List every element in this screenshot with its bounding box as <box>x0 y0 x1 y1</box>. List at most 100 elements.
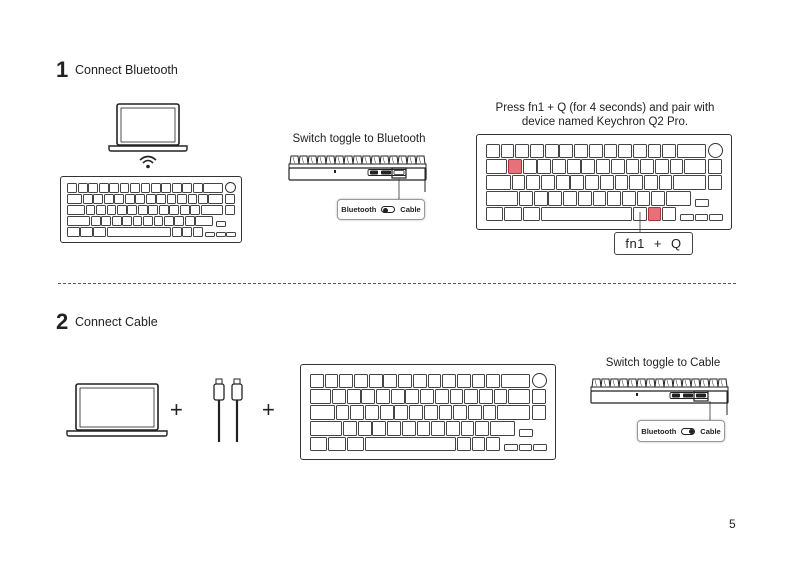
keycap <box>534 191 548 206</box>
keycap <box>99 183 109 193</box>
keycap <box>380 405 394 420</box>
press-caption-line1: Press fn1 + Q (for 4 seconds) and pair w… <box>480 101 730 116</box>
keycap <box>154 216 164 226</box>
keycap <box>431 421 445 436</box>
laptop-icon <box>66 383 168 438</box>
arrow-key <box>695 199 709 207</box>
keycap <box>151 183 161 193</box>
keycap <box>651 191 665 206</box>
keycap <box>442 374 456 389</box>
toggle-cable-position: Bluetooth Cable <box>637 420 725 442</box>
keycap <box>310 405 335 420</box>
toggle-switch-icon <box>381 206 395 213</box>
keycap <box>461 421 475 436</box>
keycap <box>83 194 93 204</box>
keycap <box>475 421 489 436</box>
keycap <box>354 374 368 389</box>
keyboard-illustration-fn-q <box>476 134 732 230</box>
step-1-number: 1 <box>56 59 68 81</box>
keycap <box>435 389 449 404</box>
keycap <box>185 216 195 226</box>
keycap <box>325 374 339 389</box>
keycap <box>347 437 364 452</box>
keycap <box>310 437 327 452</box>
keycap <box>552 159 566 174</box>
wifi-icon <box>139 154 157 170</box>
keycap <box>545 144 559 159</box>
keycap <box>424 405 438 420</box>
keycap <box>180 205 190 215</box>
keycap <box>615 175 629 190</box>
keycap <box>541 175 555 190</box>
keycap <box>532 405 546 420</box>
keycap <box>655 159 669 174</box>
keycap <box>361 389 375 404</box>
keycap <box>453 405 467 420</box>
switch-cable-caption: Switch toggle to Cable <box>590 356 736 371</box>
keycap <box>585 175 599 190</box>
toggle-right-label: Cable <box>400 205 420 214</box>
arrow-key <box>680 214 694 222</box>
keycap <box>133 216 143 226</box>
keycap <box>78 183 88 193</box>
keycap <box>376 389 390 404</box>
keycap <box>93 227 105 237</box>
keycap <box>114 194 124 204</box>
keycap <box>600 175 614 190</box>
keycap <box>464 389 478 404</box>
keycap <box>164 216 174 226</box>
keycap <box>666 191 691 206</box>
keycap <box>190 205 200 215</box>
keycap <box>486 144 500 159</box>
keycap <box>479 389 493 404</box>
keycap <box>188 194 198 204</box>
keycap <box>372 421 386 436</box>
keycap <box>578 191 592 206</box>
combo-plus: + <box>654 236 662 251</box>
keycap <box>708 159 722 174</box>
keycap <box>347 389 361 404</box>
keyboard-illustration <box>60 176 242 243</box>
usb-c-cable-icon <box>208 378 248 444</box>
keycap <box>104 194 114 204</box>
keycap <box>225 205 235 215</box>
keycap <box>519 191 533 206</box>
keycap <box>350 405 364 420</box>
keycap <box>428 374 442 389</box>
keycap <box>172 227 182 237</box>
keycap <box>581 159 595 174</box>
keycap <box>501 144 515 159</box>
keycap <box>567 159 581 174</box>
keycap <box>629 175 643 190</box>
keycap <box>225 194 235 204</box>
keycap <box>618 144 632 159</box>
keycap <box>159 205 169 215</box>
keycap <box>684 159 705 174</box>
toggle-left-label: Bluetooth <box>641 427 676 436</box>
keycap <box>93 194 103 204</box>
arrow-key <box>226 232 236 237</box>
keycap <box>532 389 546 404</box>
keycap <box>332 389 346 404</box>
keycap <box>161 183 171 193</box>
keycap <box>146 194 156 204</box>
keycap <box>659 175 673 190</box>
plus-sign: + <box>170 399 183 421</box>
page-number: 5 <box>729 517 736 531</box>
keycap <box>611 159 625 174</box>
arrow-key <box>709 214 723 222</box>
keycap <box>328 437 345 452</box>
keycap <box>193 227 203 237</box>
keycap <box>91 216 101 226</box>
keycap <box>203 183 223 193</box>
keycap <box>365 405 379 420</box>
keycap <box>515 144 529 159</box>
keycap <box>135 194 145 204</box>
keycap <box>67 194 82 204</box>
keycap <box>501 374 530 389</box>
keycap <box>497 405 529 420</box>
keycap <box>310 389 331 404</box>
volume-knob <box>708 143 723 158</box>
toggle-left-label: Bluetooth <box>341 205 376 214</box>
keycap <box>556 175 570 190</box>
